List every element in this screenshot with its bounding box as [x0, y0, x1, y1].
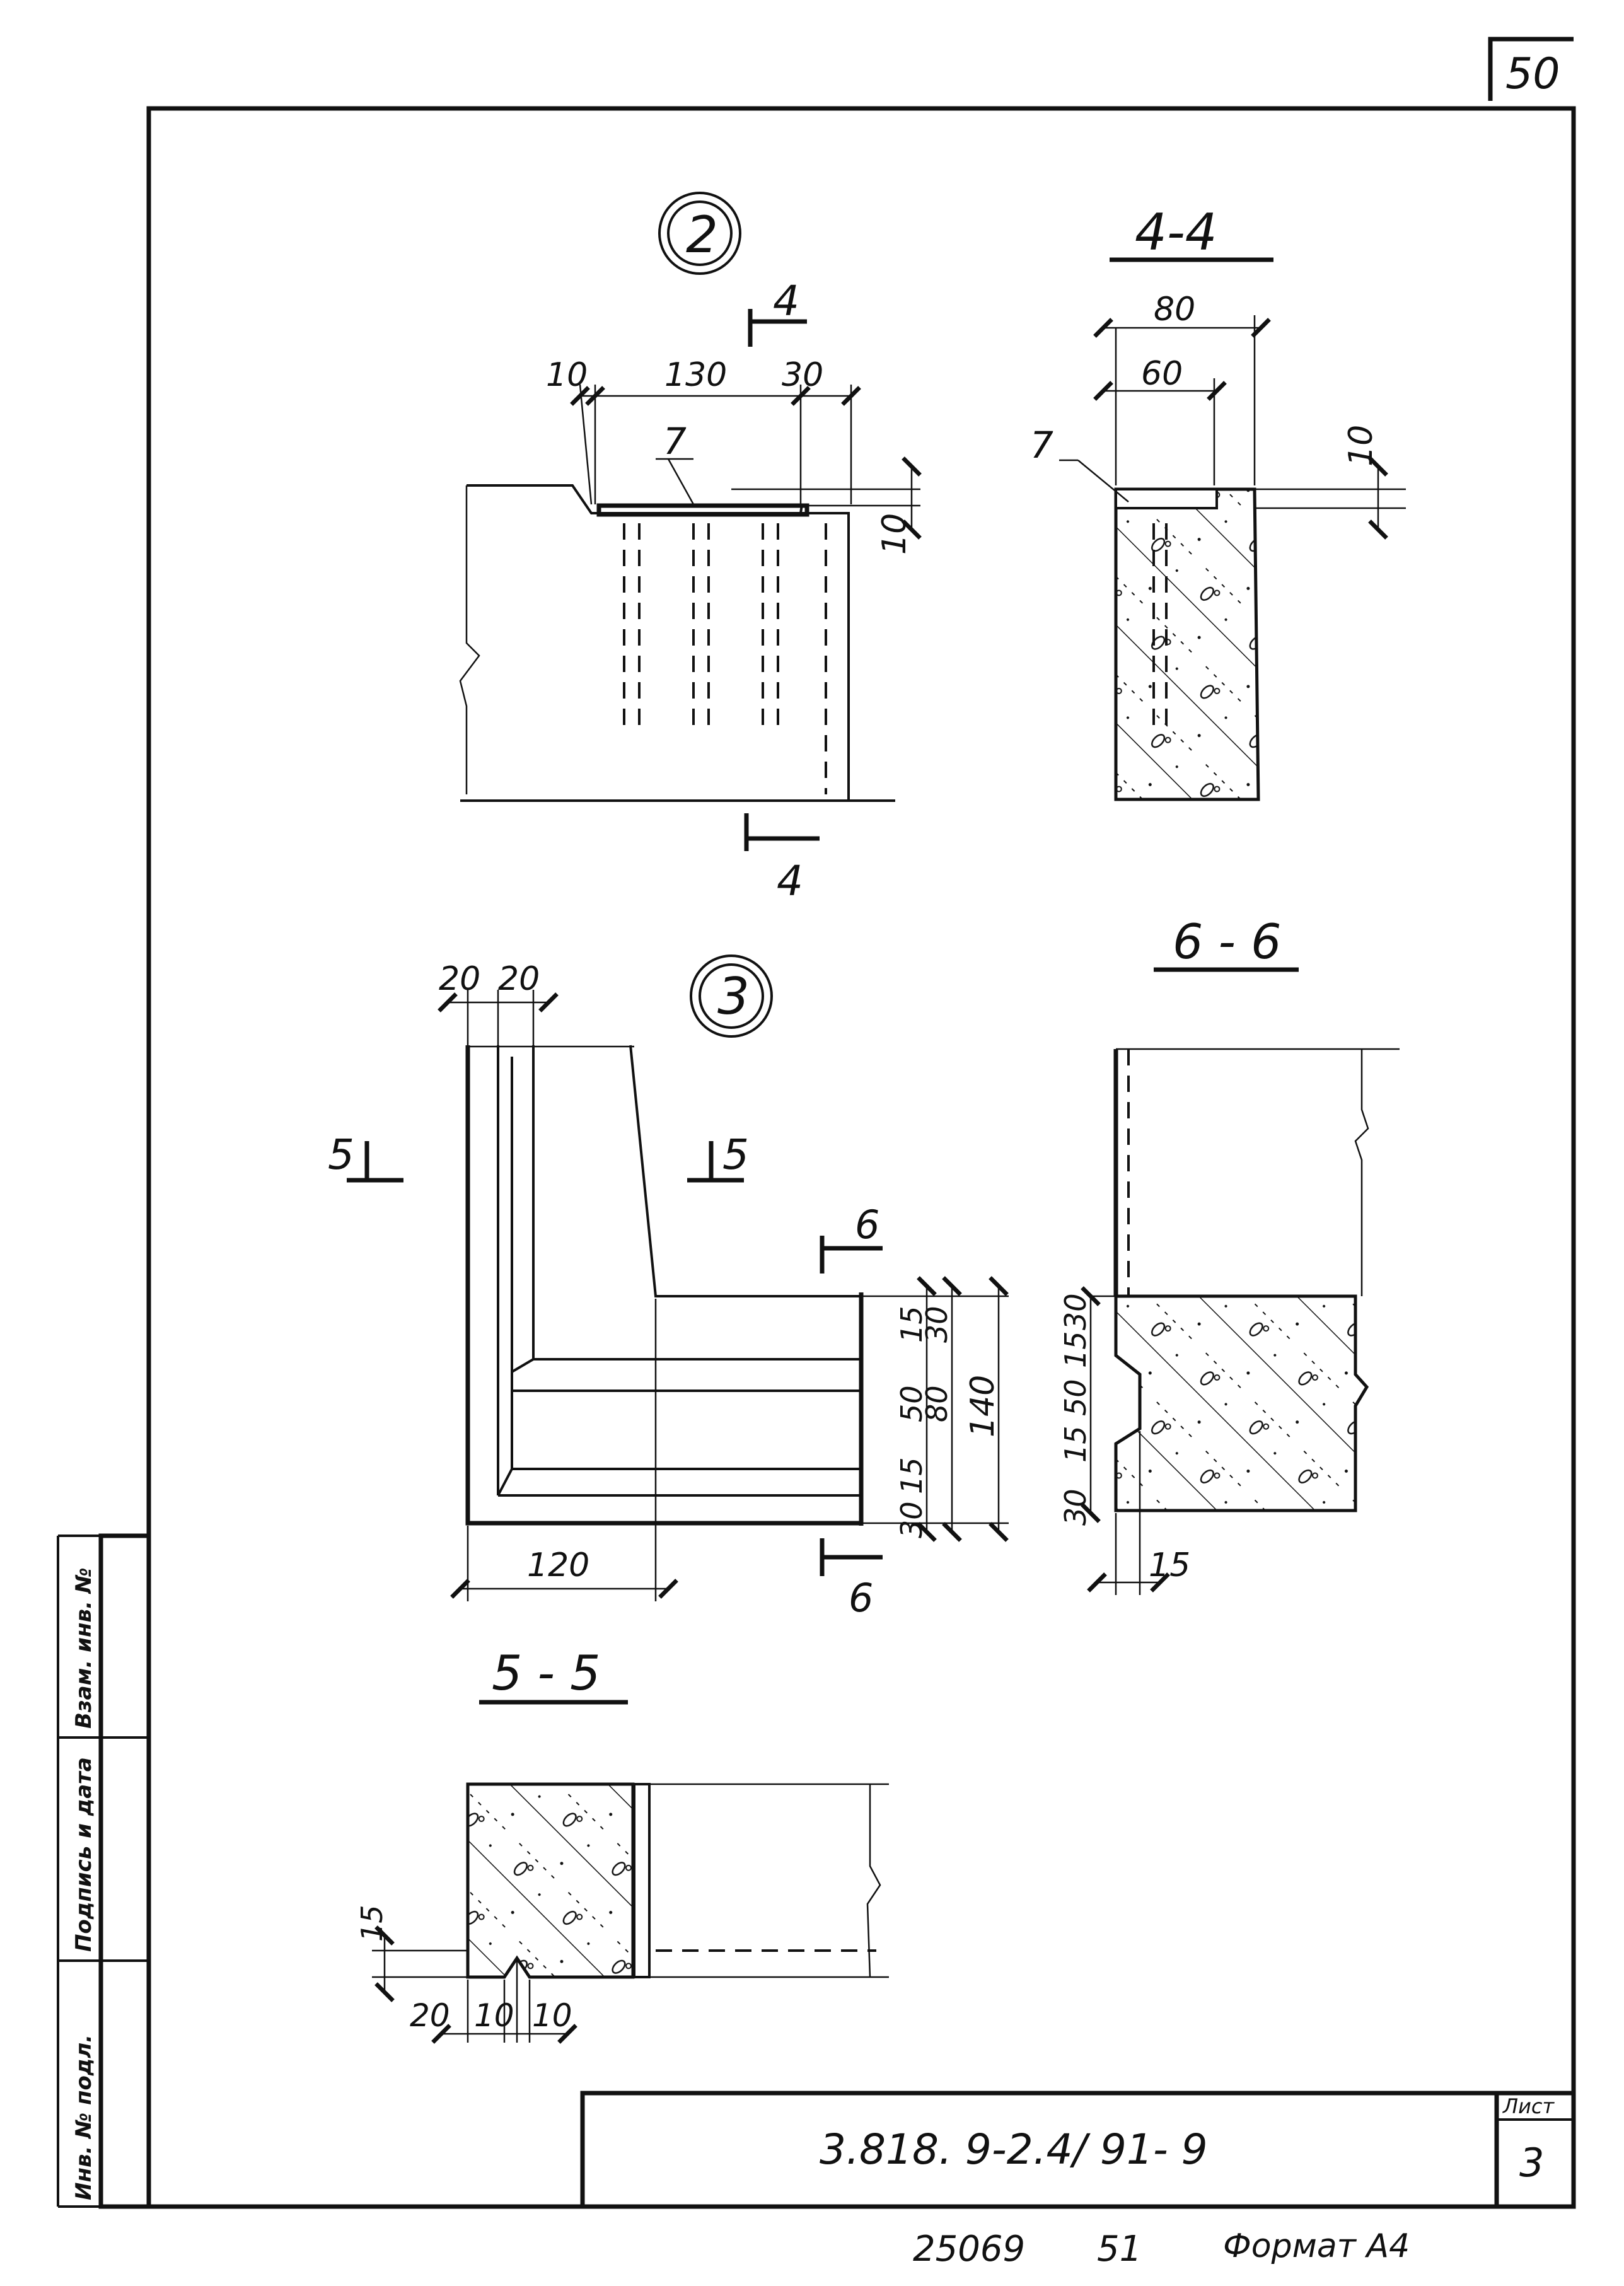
stamp-inv-original: Инв. № подл.	[71, 2034, 96, 2200]
stamp-inv-replaced: Взам. инв. №	[71, 1567, 96, 1729]
section55-dim-10a: 10	[474, 1997, 514, 2034]
node3-dim-20b: 20	[498, 960, 540, 998]
cut5-left-label: 5	[328, 1130, 354, 1179]
node3-dim-140: 140	[964, 1375, 1002, 1437]
section55-dim-10b: 10	[532, 1997, 572, 2034]
node3-dim-120: 120	[527, 1546, 589, 1584]
section55-dim-15: 15	[355, 1905, 389, 1942]
section66-dim-15h: 15	[1149, 1546, 1190, 1584]
cut4-top-label: 4	[773, 277, 799, 325]
section66-dim-50: 50	[1058, 1379, 1093, 1416]
node3-dim-30b: 30	[895, 1501, 929, 1538]
side-stamp: Взам. инв. № Подпись и дата Инв. № подл.	[57, 1533, 151, 2209]
node-3-marker-inner	[699, 963, 764, 1029]
node3-dim-15a: 15	[895, 1306, 929, 1343]
node-2-marker-outer	[658, 192, 741, 275]
node2-callout-7: 7	[663, 420, 687, 463]
section66-dim-30a: 30	[1058, 1293, 1093, 1330]
cut4-bottom-label: 4	[777, 857, 803, 905]
cut5-right-label: 5	[722, 1130, 749, 1179]
stamp-signature-date: Подпись и дата	[71, 1757, 96, 1952]
node-3-marker-label: 3	[717, 967, 750, 1026]
section44-dim-80: 80	[1154, 291, 1195, 328]
section-5-5: 5 - 5 15 20 10 10	[355, 1645, 889, 2044]
sheet-number: 3	[1519, 2140, 1544, 2186]
node2-dim-130: 130	[664, 356, 727, 394]
section55-dim-20: 20	[410, 1997, 450, 2034]
node2-dim-30: 30	[782, 356, 823, 394]
section-6-6-title: 6 - 6	[1173, 914, 1281, 970]
cut6-top-label: 6	[855, 1202, 879, 1248]
node-2-marker-inner	[667, 200, 733, 266]
sheet-frame	[146, 106, 1576, 2209]
node3-dim-30a: 30	[920, 1306, 954, 1343]
section66-dim-15b: 15	[1058, 1425, 1093, 1463]
node3-dim-80: 80	[920, 1385, 954, 1422]
section44-dim-60: 60	[1141, 355, 1183, 393]
section-4-4-title: 4-4	[1135, 203, 1217, 262]
page-number-box	[1488, 37, 1574, 101]
footer: 25069 51 Формат А4	[913, 2227, 1410, 2270]
cut6-bottom-label: 6	[849, 1575, 873, 1621]
node3-dim-20a: 20	[439, 960, 480, 998]
title-block: 3.818. 9-2.4/ 91- 9 Лист 3	[580, 2091, 1576, 2209]
node2-dim-10: 10	[546, 356, 588, 394]
document-code: 3.818. 9-2.4/ 91- 9	[820, 2125, 1208, 2174]
section-5-5-title: 5 - 5	[492, 1645, 600, 1701]
node3-dim-50: 50	[895, 1385, 929, 1422]
node3-dim-15b: 15	[895, 1457, 929, 1494]
node-2-marker-label: 2	[686, 206, 718, 264]
sheet-label: Лист	[1502, 2094, 1555, 2118]
section66-dim-15a: 15	[1058, 1331, 1093, 1368]
footer-format: Формат А4	[1223, 2227, 1410, 2265]
section66-dim-30b: 30	[1058, 1488, 1093, 1526]
page-number: 50	[1505, 49, 1560, 99]
section-4-4: 4-4 80 60 10 7	[1030, 203, 1406, 801]
node2-dim-v10: 10	[876, 513, 914, 555]
footer-inventory: 25069	[913, 2229, 1025, 2270]
section44-dim-v10: 10	[1342, 425, 1380, 467]
footer-number: 51	[1097, 2229, 1142, 2270]
section44-callout-7: 7	[1030, 424, 1053, 467]
node-3: 3 5 5 6 6 20 20 120	[328, 954, 1009, 1621]
node-2: 2 4 4 10 130 30 10	[459, 192, 922, 905]
section-6-6: 6 - 6 30 15 50 15 30 15	[1058, 914, 1400, 1595]
node-3-marker-outer	[690, 954, 773, 1038]
